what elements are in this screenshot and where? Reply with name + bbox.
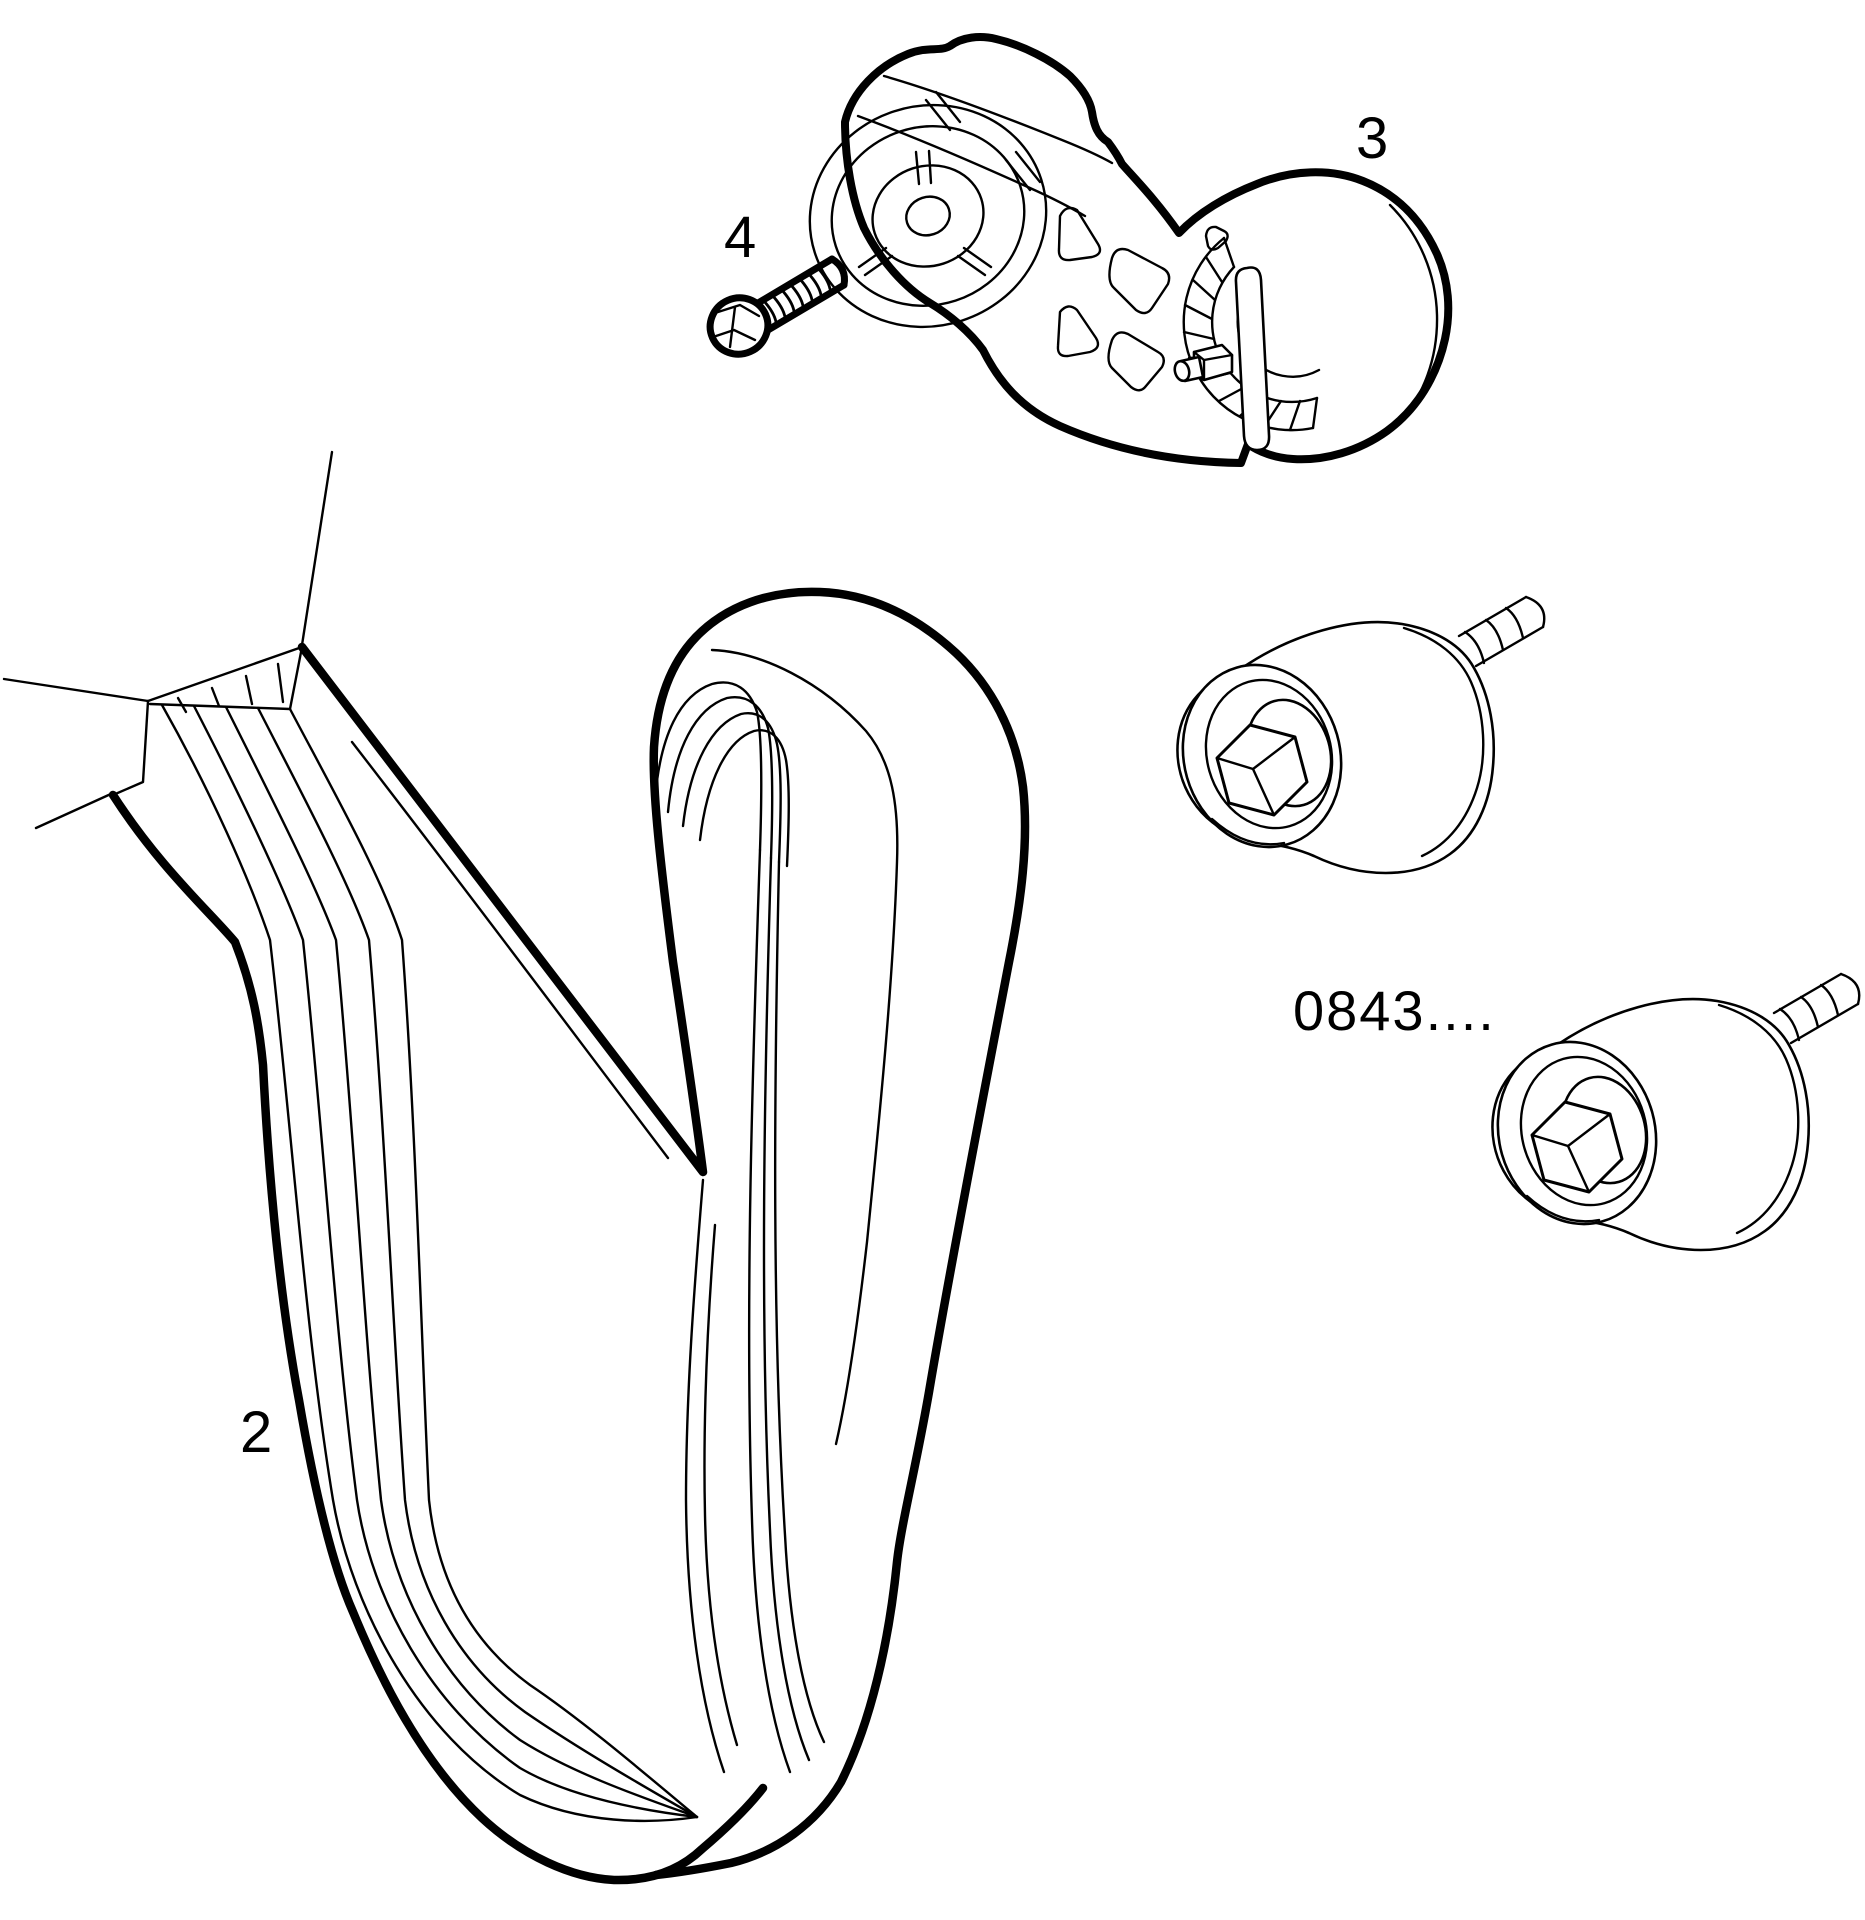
belt-loop-rib	[698, 729, 790, 868]
bolt-thread	[806, 271, 823, 297]
belt-cut-rib-tick	[244, 674, 254, 706]
part-number-label[interactable]: 0843....	[1293, 979, 1496, 1042]
tensioner-silhouette	[841, 33, 1453, 467]
belt-cut-rib-tick	[276, 662, 285, 704]
bolt-thread	[815, 265, 832, 291]
pulley-spoke	[857, 246, 888, 269]
tensioner-plate-edge	[1234, 266, 1271, 452]
pulley-ring	[871, 164, 985, 268]
belt-inner-edge-line	[684, 1178, 726, 1774]
belt-leader-line	[34, 791, 115, 830]
pin-tip	[1173, 359, 1191, 383]
serpentine-belt-drawing	[2, 450, 1030, 1885]
callout-tensioner[interactable]: 3	[1356, 106, 1388, 171]
bolt-head-facets	[714, 303, 761, 349]
tensioner-arm-edge	[882, 74, 1114, 165]
belt-inner-face-line	[350, 740, 670, 1160]
pulley-spoke	[962, 246, 993, 269]
tensioner-pulley-spokes	[857, 149, 993, 277]
belt-cut-face	[111, 699, 150, 797]
tensioner-hole	[1056, 305, 1100, 358]
callout-bolt[interactable]: 4	[724, 205, 756, 270]
tensioner-bolt-drawing	[706, 255, 848, 358]
belt-rib-line	[747, 848, 792, 1774]
pulley-rim	[808, 103, 1048, 329]
pulley-spoke	[914, 150, 921, 186]
bolt-facet	[716, 303, 761, 318]
belt-rib-line	[773, 860, 826, 1744]
belt-rib-line	[160, 703, 699, 1823]
tensioner-hole	[1204, 225, 1229, 251]
belt-cut-rib-tick	[176, 696, 188, 714]
roller-rib-tooth	[1311, 396, 1319, 430]
belt-loop-rib	[681, 712, 782, 864]
belt-rib-line	[762, 856, 811, 1762]
belt-cut-rib-tick	[210, 686, 221, 708]
bolt-facet	[714, 328, 757, 342]
idler-pulley-upper	[1160, 595, 1546, 875]
belt-inner-edge-line	[703, 1223, 739, 1747]
belt-loop-inner-edge	[710, 648, 899, 1446]
bolt-threads	[761, 265, 832, 324]
tensioner-hole	[1108, 247, 1171, 315]
bolt-facet	[728, 305, 737, 349]
belt-cut-face	[146, 645, 304, 703]
roller-rib-tooth	[1183, 303, 1214, 321]
tensioner-arm-rib	[1014, 150, 1042, 184]
callout-belt[interactable]: 2	[240, 1400, 272, 1465]
bolt-shaft-edge	[764, 281, 848, 334]
pulley-spoke	[956, 254, 987, 277]
belt-loop-rib	[653, 681, 763, 852]
belt-rib-line	[192, 704, 699, 1819]
roller-rib-tooth	[1204, 255, 1224, 284]
bolt-thread	[797, 276, 814, 302]
bolt-shaft-edge	[749, 255, 836, 310]
bolt-thread	[770, 293, 787, 319]
bolt-thread	[788, 282, 805, 308]
pulley-spoke	[927, 149, 933, 185]
belt-rib-line	[224, 705, 699, 1819]
belt-outer-edge-right	[297, 587, 1030, 1880]
belt-rib-line	[256, 706, 699, 1819]
bolt-thread	[761, 298, 778, 324]
pulley-spoke	[863, 254, 894, 277]
belt-tensioner-drawing	[808, 33, 1453, 467]
belt-rib-line	[288, 707, 699, 1819]
roller-contour	[1388, 203, 1439, 426]
belt-leader-line	[300, 450, 334, 647]
roller-rib-tooth	[1191, 278, 1217, 302]
tensioner-hole	[1057, 206, 1102, 262]
belt-leader-line	[2, 677, 150, 703]
tensioner-hole	[1107, 331, 1165, 392]
roller-rib-tooth	[1182, 330, 1216, 341]
belt-loop-rib	[666, 696, 774, 860]
belt-outer-edge-left	[108, 790, 768, 1885]
idler-pulley-lower	[1475, 972, 1861, 1252]
bolt-tip	[828, 255, 848, 289]
tensioner-holes	[1056, 206, 1229, 392]
pulley-hub	[905, 195, 951, 237]
roller-rib-tooth	[1288, 399, 1302, 432]
tensioner-pin	[1173, 343, 1234, 383]
bolt-thread	[779, 287, 796, 313]
